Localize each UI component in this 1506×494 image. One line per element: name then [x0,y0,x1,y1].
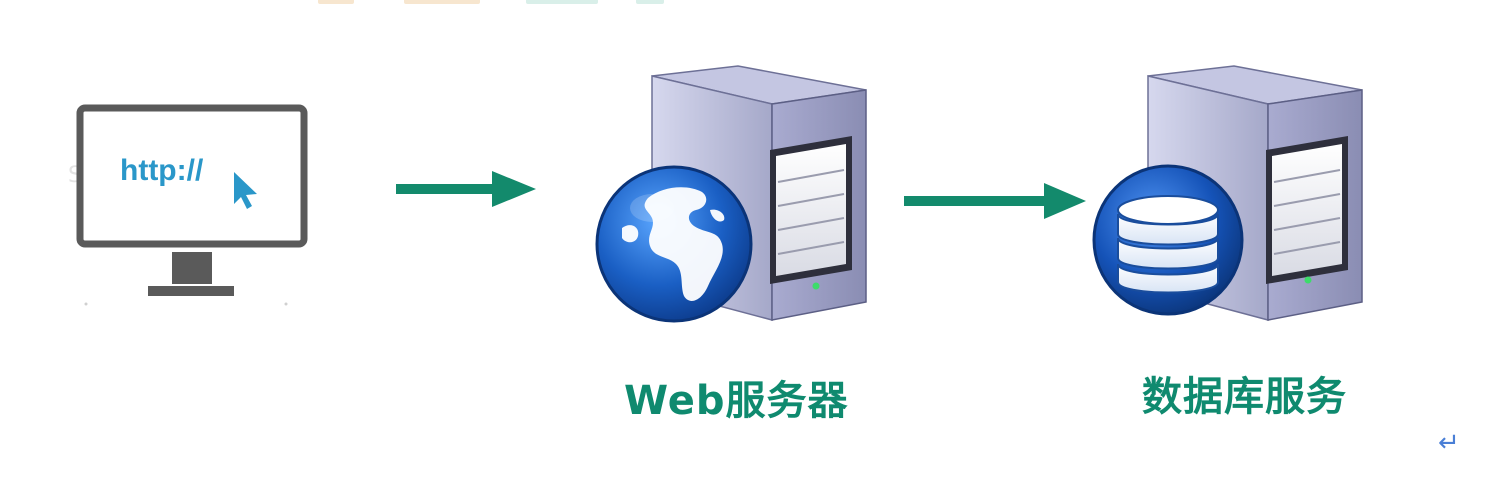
monitor-icon: Search Go [68,104,308,306]
arrow-web-to-db [904,183,1086,219]
monitor-url-text: http:// [120,154,204,187]
top-strip-1 [318,0,354,4]
top-strip-3 [526,0,598,4]
db-server-label: 数据库服务 [1142,374,1347,420]
database-server-icon [1092,65,1363,321]
web-server-icon [595,65,867,323]
globe-icon [595,165,753,323]
top-strip-2 [404,0,480,4]
paragraph-mark-icon: ↵ [1438,428,1460,458]
web-server-label: Web服务器 [624,378,849,424]
cursor-icon [234,172,257,209]
arrow-client-to-web [396,171,536,207]
web-server-node [590,58,890,333]
top-strip-4 [636,0,664,4]
client-node: Search Go http:// [60,100,330,310]
database-icon [1092,164,1244,316]
db-server-node [1086,58,1386,333]
